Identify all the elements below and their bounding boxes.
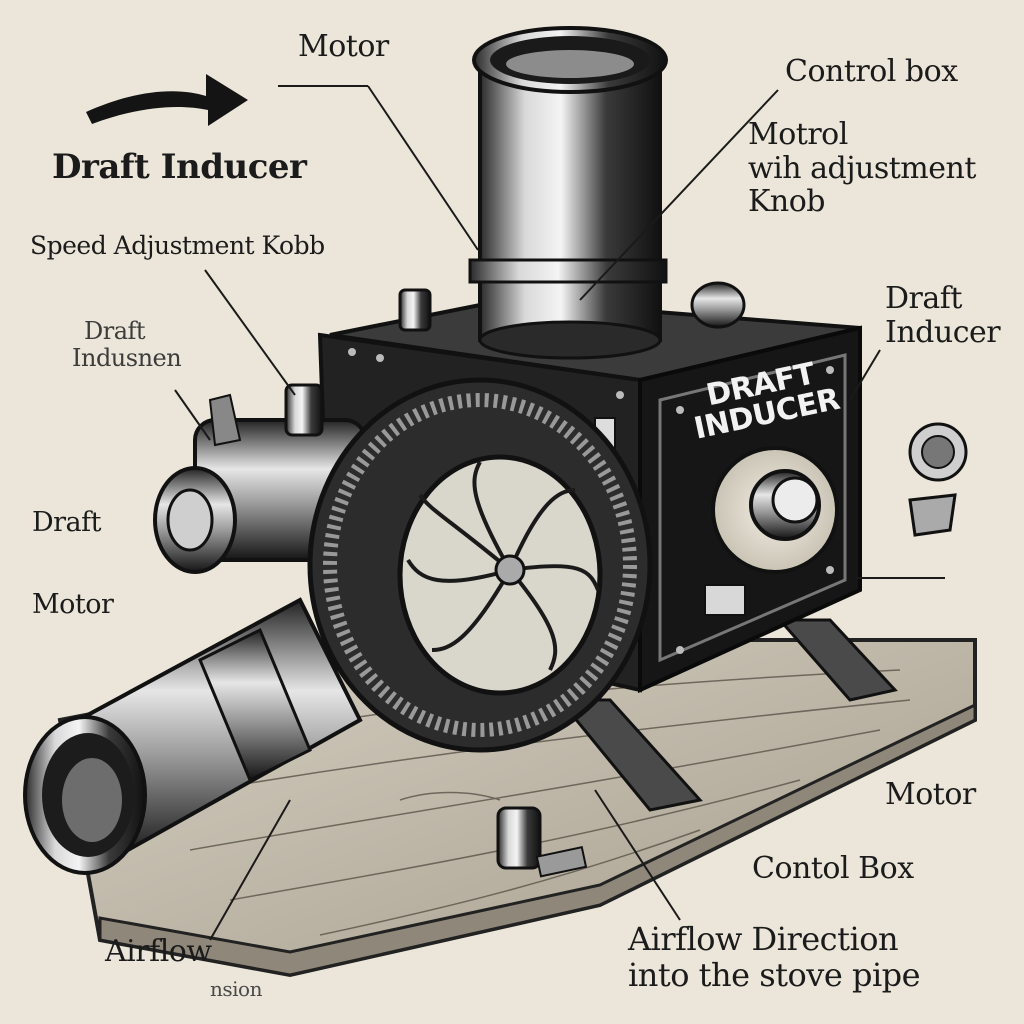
label-draft-right-line1: Draft — [885, 281, 962, 316]
vertical-pipe — [468, 26, 668, 360]
label-airflow-left: Airflow — [105, 934, 212, 969]
label-draft-inducer-title: Draft Inducer — [52, 147, 307, 187]
arrow-icon — [86, 74, 248, 126]
label-motor-left: Motor — [32, 589, 114, 620]
label-draft-inducer-right: Draft Inducer — [885, 281, 1001, 350]
top-knob-icon — [398, 281, 746, 332]
side-motor — [153, 383, 367, 574]
label-motrol-line1: Motrol — [748, 117, 848, 152]
base-fitting-icon — [496, 806, 588, 878]
fan-wheel — [307, 377, 653, 753]
leader-lines — [174, 85, 945, 941]
control-panel — [704, 446, 839, 616]
label-control-box-top: Control box — [785, 54, 958, 89]
label-motor-top: Motor — [298, 29, 389, 64]
label-indusnen-line1: Draft — [84, 317, 146, 345]
label-contol-box: Contol Box — [752, 851, 914, 886]
label-airflow-left-sub: nsion — [210, 977, 262, 1001]
label-motor-right: Motor — [885, 777, 976, 812]
label-draft-left: Draft — [32, 507, 102, 538]
label-speed-adjustment: Speed Adjustment Kobb — [30, 231, 325, 260]
outlet-pipe — [23, 597, 363, 875]
label-motrol-adjustment-knob: Motrol wih adjustment Knob — [748, 118, 976, 219]
label-motrol-line3: Knob — [748, 184, 825, 220]
label-airflow-direction-line2: into the stove pipe — [628, 955, 921, 994]
label-inducer-right-line2: Inducer — [885, 314, 1001, 350]
label-airflow-direction-line1: Airflow Direction — [628, 920, 899, 958]
detail-knob-icon — [908, 422, 968, 537]
label-indusnen-line2: Indusnen — [72, 343, 182, 372]
label-motrol-line2: wih adjustment — [748, 150, 976, 186]
label-draft-indusnen: Draft Indusnen — [72, 317, 182, 372]
label-airflow-direction: Airflow Direction into the stove pipe — [628, 920, 921, 994]
